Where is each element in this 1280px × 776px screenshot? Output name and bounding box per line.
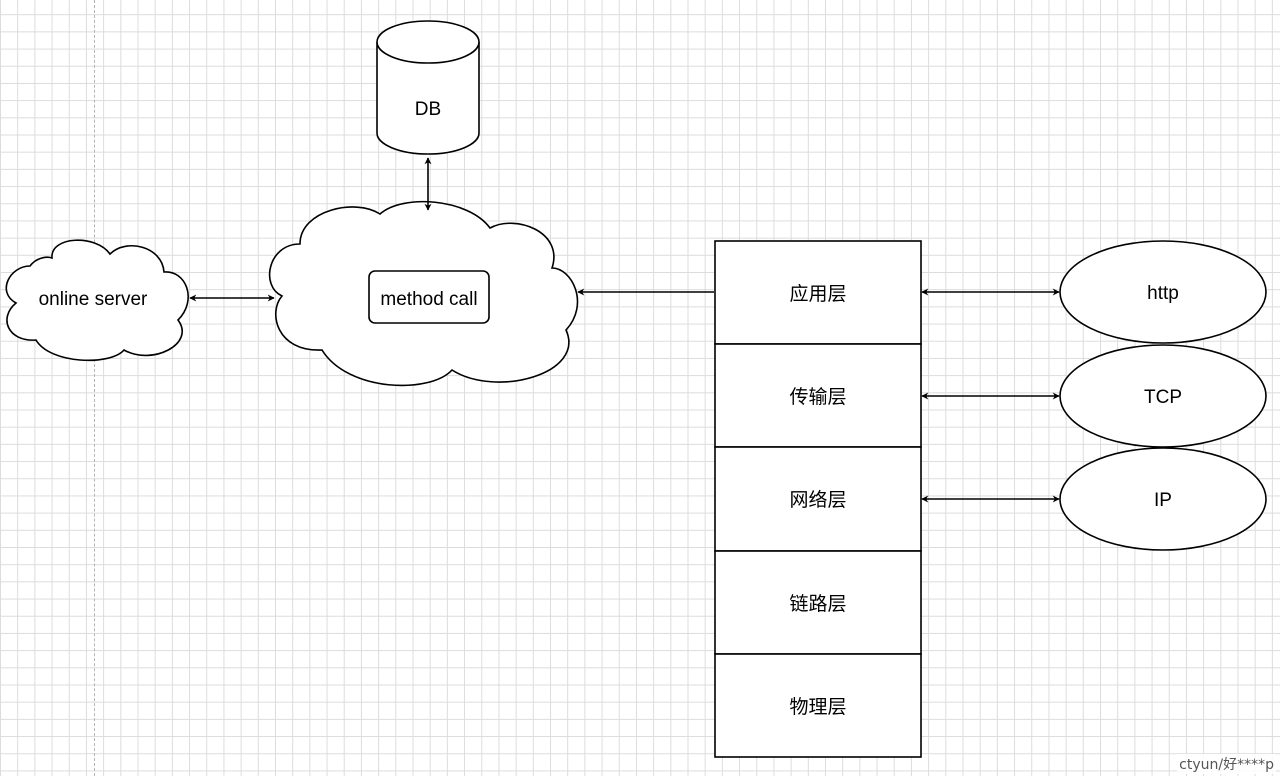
page-divider bbox=[94, 0, 95, 776]
stack-layer-label: 传输层 bbox=[789, 386, 846, 408]
stack-layer-physical[interactable] bbox=[714, 653, 922, 758]
protocol-http[interactable]: http bbox=[1059, 240, 1267, 344]
db-cylinder[interactable]: DB bbox=[376, 20, 480, 155]
stack-layer-link[interactable] bbox=[714, 550, 922, 655]
protocol-label: http bbox=[1147, 283, 1179, 304]
stack-layer-transport[interactable] bbox=[714, 343, 922, 448]
method-call-label: method call bbox=[380, 289, 477, 310]
method-call-box[interactable] bbox=[368, 270, 490, 324]
protocol-tcp[interactable]: TCP bbox=[1059, 344, 1267, 448]
network-stack: 应用层 传输层 网络层 链路层 物理层 bbox=[714, 240, 922, 758]
db-label: DB bbox=[415, 99, 441, 120]
online-server-label: online server bbox=[39, 289, 148, 310]
watermark: ctyun/好****p bbox=[1177, 754, 1276, 774]
stack-layer-application[interactable] bbox=[714, 240, 922, 345]
method-call-cloud[interactable]: method call bbox=[268, 200, 579, 387]
stack-layer-network[interactable] bbox=[714, 446, 922, 552]
stack-layer-label: 链路层 bbox=[789, 593, 846, 615]
protocol-label: TCP bbox=[1144, 387, 1182, 408]
stack-layer-label: 网络层 bbox=[789, 489, 846, 511]
protocol-label: IP bbox=[1154, 490, 1172, 511]
stack-layer-label: 应用层 bbox=[789, 283, 846, 305]
stack-layer-label: 物理层 bbox=[789, 696, 846, 718]
online-server-cloud[interactable]: online server bbox=[5, 239, 189, 362]
protocol-ip[interactable]: IP bbox=[1059, 447, 1267, 551]
